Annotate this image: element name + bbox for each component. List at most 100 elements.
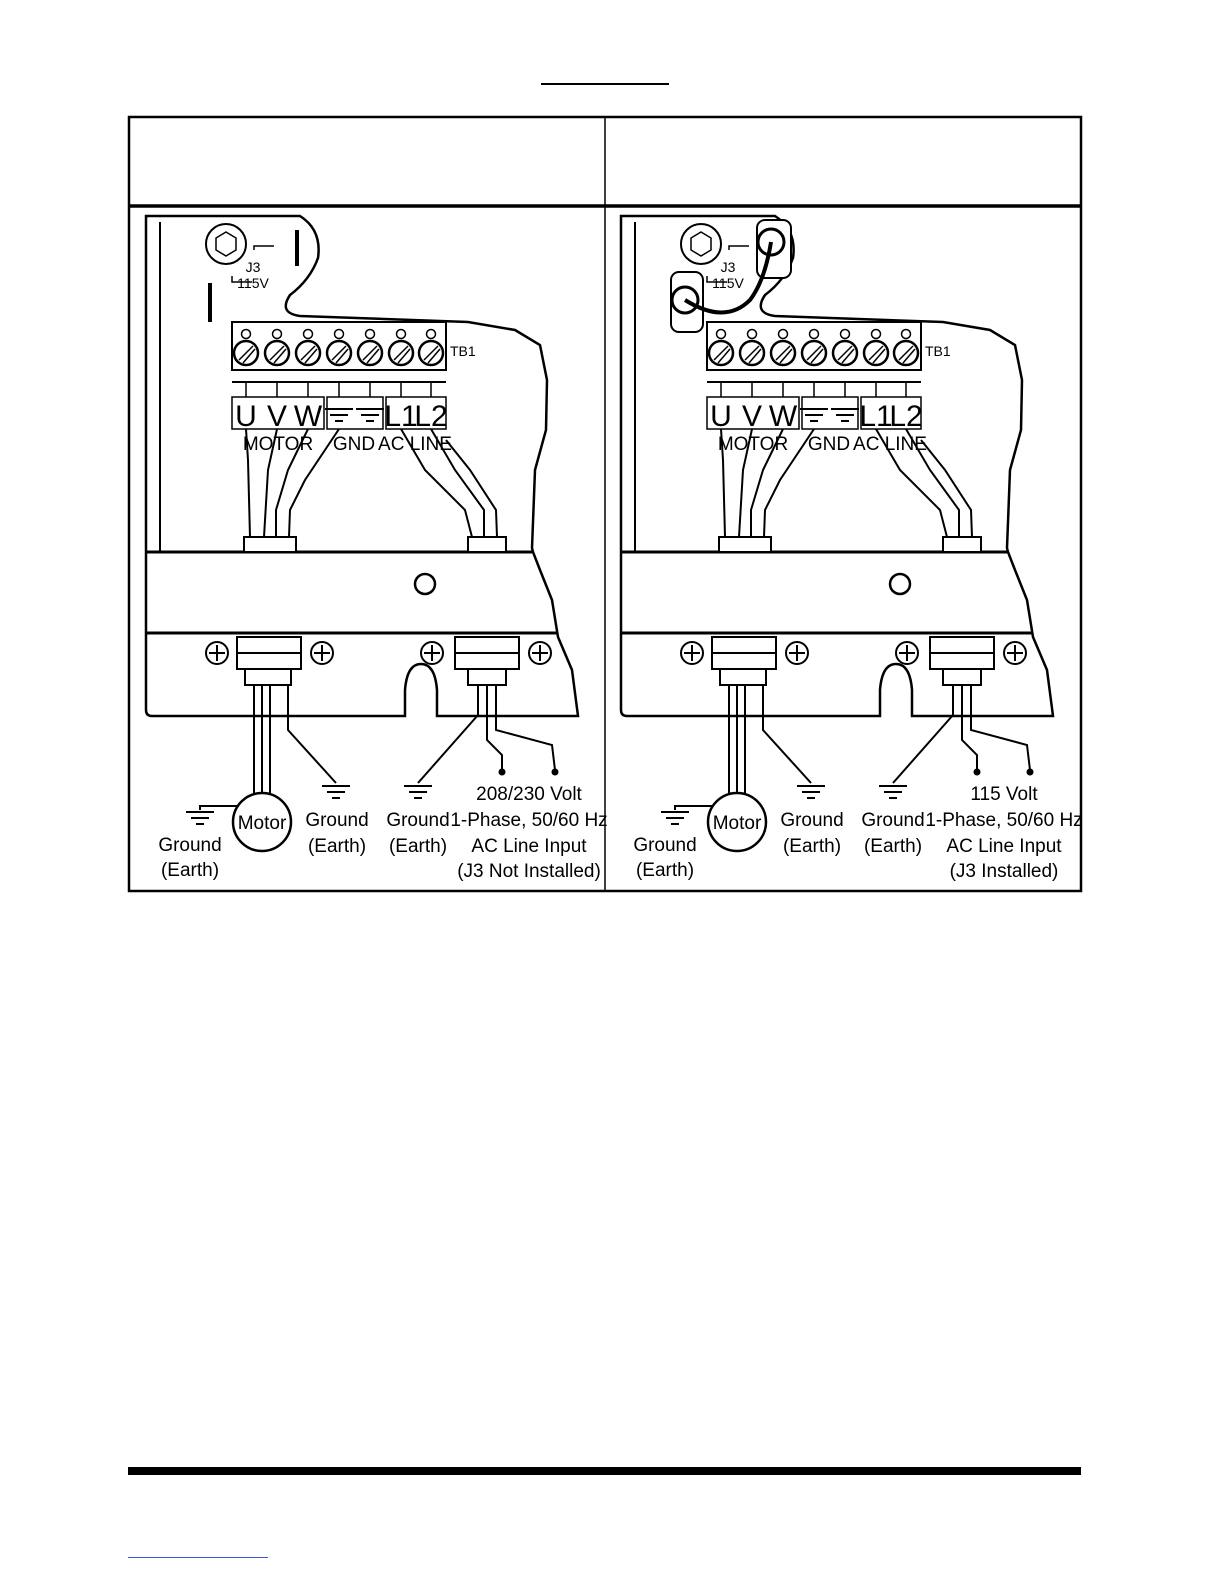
internal-wire	[430, 428, 485, 537]
motor-terminal-box	[231, 396, 325, 430]
screw-slot	[898, 345, 914, 361]
ground-mid-caption: Ground	[305, 810, 368, 831]
ground-left-caption: Ground	[158, 835, 221, 856]
jumper-wire	[683, 241, 773, 315]
line-lead-l1	[961, 685, 978, 770]
terminal-pin-hole	[333, 328, 345, 340]
motor-terminal-box	[706, 396, 800, 430]
screw-slot	[806, 345, 822, 361]
terminal-label-l2: L2	[889, 400, 922, 433]
terminal-label-u: U	[235, 400, 257, 433]
terminal-screw-icon	[769, 339, 797, 367]
line-lead-l2	[495, 685, 556, 771]
terminal-pin-hole	[271, 328, 283, 340]
terminal-screw-icon	[738, 339, 766, 367]
motor-frame-ground-wire	[199, 805, 240, 810]
terminal-screw-icon	[707, 339, 735, 367]
line-terminal-dot	[551, 768, 559, 776]
motor-caption: Motor	[238, 813, 287, 834]
motor-cable-gland	[244, 668, 292, 686]
line-terminal-dot	[1026, 768, 1034, 776]
motor-cable-bushing	[243, 536, 297, 553]
line-input-caption-4: (J3 Installed)	[950, 861, 1059, 882]
group-label-ac-line: AC LINE	[378, 434, 452, 455]
tb1-label: TB1	[450, 343, 476, 359]
terminal-screw-icon	[417, 339, 445, 367]
terminal-screw-icon	[232, 339, 260, 367]
screw-slot	[837, 345, 853, 361]
ground-left-icon	[661, 811, 689, 825]
line-input-caption-4: (J3 Not Installed)	[457, 861, 601, 882]
terminal-label-w: W	[769, 400, 798, 433]
clamp-screw-icon	[420, 641, 444, 665]
screw-slot	[393, 345, 409, 361]
screw-slot	[300, 345, 316, 361]
screw-slot	[841, 348, 855, 364]
footer-link-underline[interactable]	[128, 1557, 268, 1558]
mount-hole	[413, 572, 437, 596]
clamp-screw-icon	[785, 641, 809, 665]
terminal-pin-hole	[900, 328, 912, 340]
group-label-motor: MOTOR	[243, 434, 313, 455]
gnd-terminal-box	[801, 396, 859, 430]
group-label-ac-line: AC LINE	[853, 434, 927, 455]
screw-slot	[713, 345, 729, 361]
screw-slot	[868, 345, 884, 361]
terminal-label-l1: L1	[859, 400, 892, 433]
terminal-pin-hole	[240, 328, 252, 340]
motor-ground-wire	[762, 685, 812, 784]
acline-terminal-box	[385, 396, 447, 430]
line-terminal-dot	[973, 768, 981, 776]
motor-caption: Motor	[713, 813, 762, 834]
jumper-bracket	[728, 245, 749, 250]
ground-right-icon	[404, 785, 432, 799]
screw-slot	[335, 348, 349, 364]
motor-ground-wire	[287, 685, 337, 784]
line-cable-gland	[942, 668, 982, 686]
screw-slot	[775, 345, 791, 361]
terminal-ground-icon	[356, 408, 384, 422]
clamp-screw-icon	[680, 641, 704, 665]
line-cable-bushing	[942, 536, 982, 553]
motor-icon	[231, 791, 293, 853]
screw-slot	[362, 345, 378, 361]
hex-icon	[215, 231, 237, 257]
terminal-screw-icon	[831, 339, 859, 367]
terminal-label-v: V	[742, 400, 762, 433]
internal-wire	[275, 428, 309, 537]
screw-slot	[427, 348, 441, 364]
clamp-screw-icon	[895, 641, 919, 665]
group-label-motor: MOTOR	[718, 434, 788, 455]
earth-mid-caption: (Earth)	[783, 836, 841, 857]
screw-slot	[242, 348, 256, 364]
terminal-screw-icon	[356, 339, 384, 367]
ground-right-caption: Ground	[386, 810, 449, 831]
line-lead-l1	[486, 685, 503, 770]
terminal-pin-hole	[870, 328, 882, 340]
jumper-bracket	[706, 276, 727, 283]
ground-mid-icon	[797, 785, 825, 799]
screw-slot	[779, 348, 793, 364]
jumper-bracket	[253, 245, 274, 250]
earth-right-caption: (Earth)	[389, 836, 447, 857]
internal-wire	[750, 428, 784, 537]
group-label-gnd: GND	[808, 434, 850, 455]
internal-wire	[245, 428, 251, 538]
terminal-pin-hole	[715, 328, 727, 340]
terminal-pin-hole	[777, 328, 789, 340]
screw-slot	[872, 348, 886, 364]
terminal-pin-hole	[364, 328, 376, 340]
internal-wire	[263, 428, 278, 538]
screw-slot	[238, 345, 254, 361]
clamp-screw-icon	[1003, 641, 1027, 665]
internal-wire	[720, 428, 726, 538]
jumper-label-j3: J3	[721, 259, 736, 275]
terminal-ground-icon	[831, 408, 859, 422]
terminal-screw-icon	[892, 339, 920, 367]
ground-left-icon	[186, 811, 214, 825]
terminal-pin-hole	[395, 328, 407, 340]
terminal-label-u: U	[710, 400, 732, 433]
terminal-pin-hole	[425, 328, 437, 340]
